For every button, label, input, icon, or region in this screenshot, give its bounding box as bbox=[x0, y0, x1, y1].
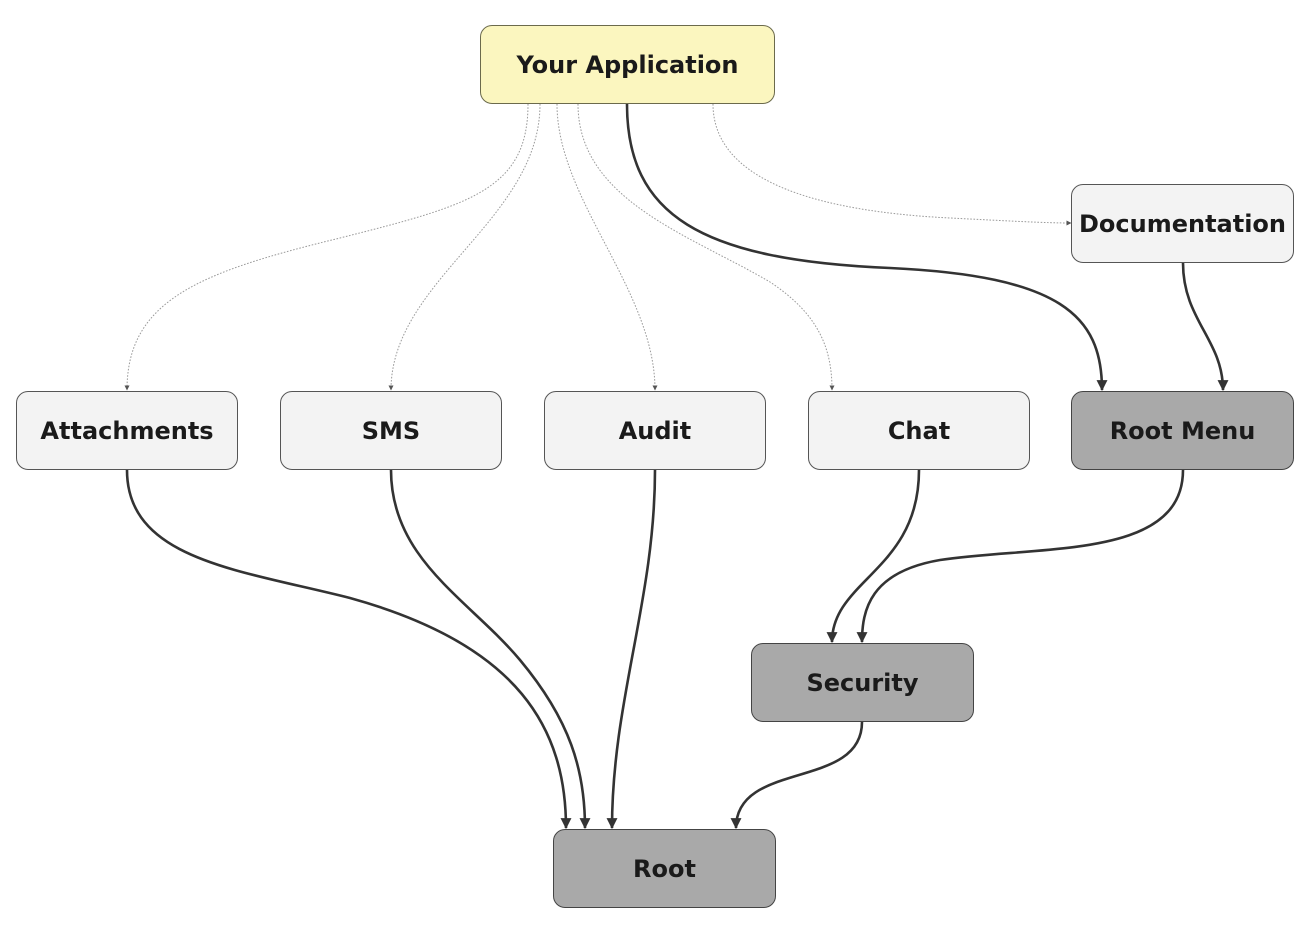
node-your-application: Your Application bbox=[480, 25, 775, 104]
edge-sms-to-root bbox=[389, 469, 591, 830]
edge-app-to-sms bbox=[388, 103, 541, 391]
edge-app-to-chat bbox=[577, 103, 835, 391]
edge-documentation-to-root-menu bbox=[1181, 262, 1229, 392]
node-root-menu: Root Menu bbox=[1071, 391, 1294, 470]
edge-attachments-to-root bbox=[125, 469, 572, 830]
node-label: Documentation bbox=[1078, 209, 1287, 238]
node-label: Root Menu bbox=[1109, 416, 1256, 445]
edge-app-to-audit bbox=[556, 103, 658, 391]
node-label: Security bbox=[806, 668, 919, 697]
node-audit: Audit bbox=[544, 391, 766, 470]
node-label: Your Application bbox=[516, 50, 739, 79]
edge-app-to-documentation bbox=[712, 103, 1072, 226]
edge-chat-to-security bbox=[826, 469, 921, 644]
node-attachments: Attachments bbox=[16, 391, 238, 470]
node-label: Chat bbox=[887, 416, 951, 445]
edge-root-menu-to-security bbox=[856, 469, 1185, 644]
node-security: Security bbox=[751, 643, 974, 722]
edge-security-to-root bbox=[730, 721, 864, 830]
node-label: Audit bbox=[618, 416, 692, 445]
edge-app-to-root-menu bbox=[625, 103, 1108, 392]
node-label: Attachments bbox=[40, 416, 214, 445]
node-sms: SMS bbox=[280, 391, 502, 470]
node-root: Root bbox=[553, 829, 776, 908]
node-documentation: Documentation bbox=[1071, 184, 1294, 263]
edge-audit-to-root bbox=[606, 469, 657, 830]
node-chat: Chat bbox=[808, 391, 1030, 470]
node-label: Root bbox=[633, 854, 696, 883]
node-label: SMS bbox=[361, 416, 421, 445]
edge-app-to-attachments bbox=[124, 103, 529, 391]
